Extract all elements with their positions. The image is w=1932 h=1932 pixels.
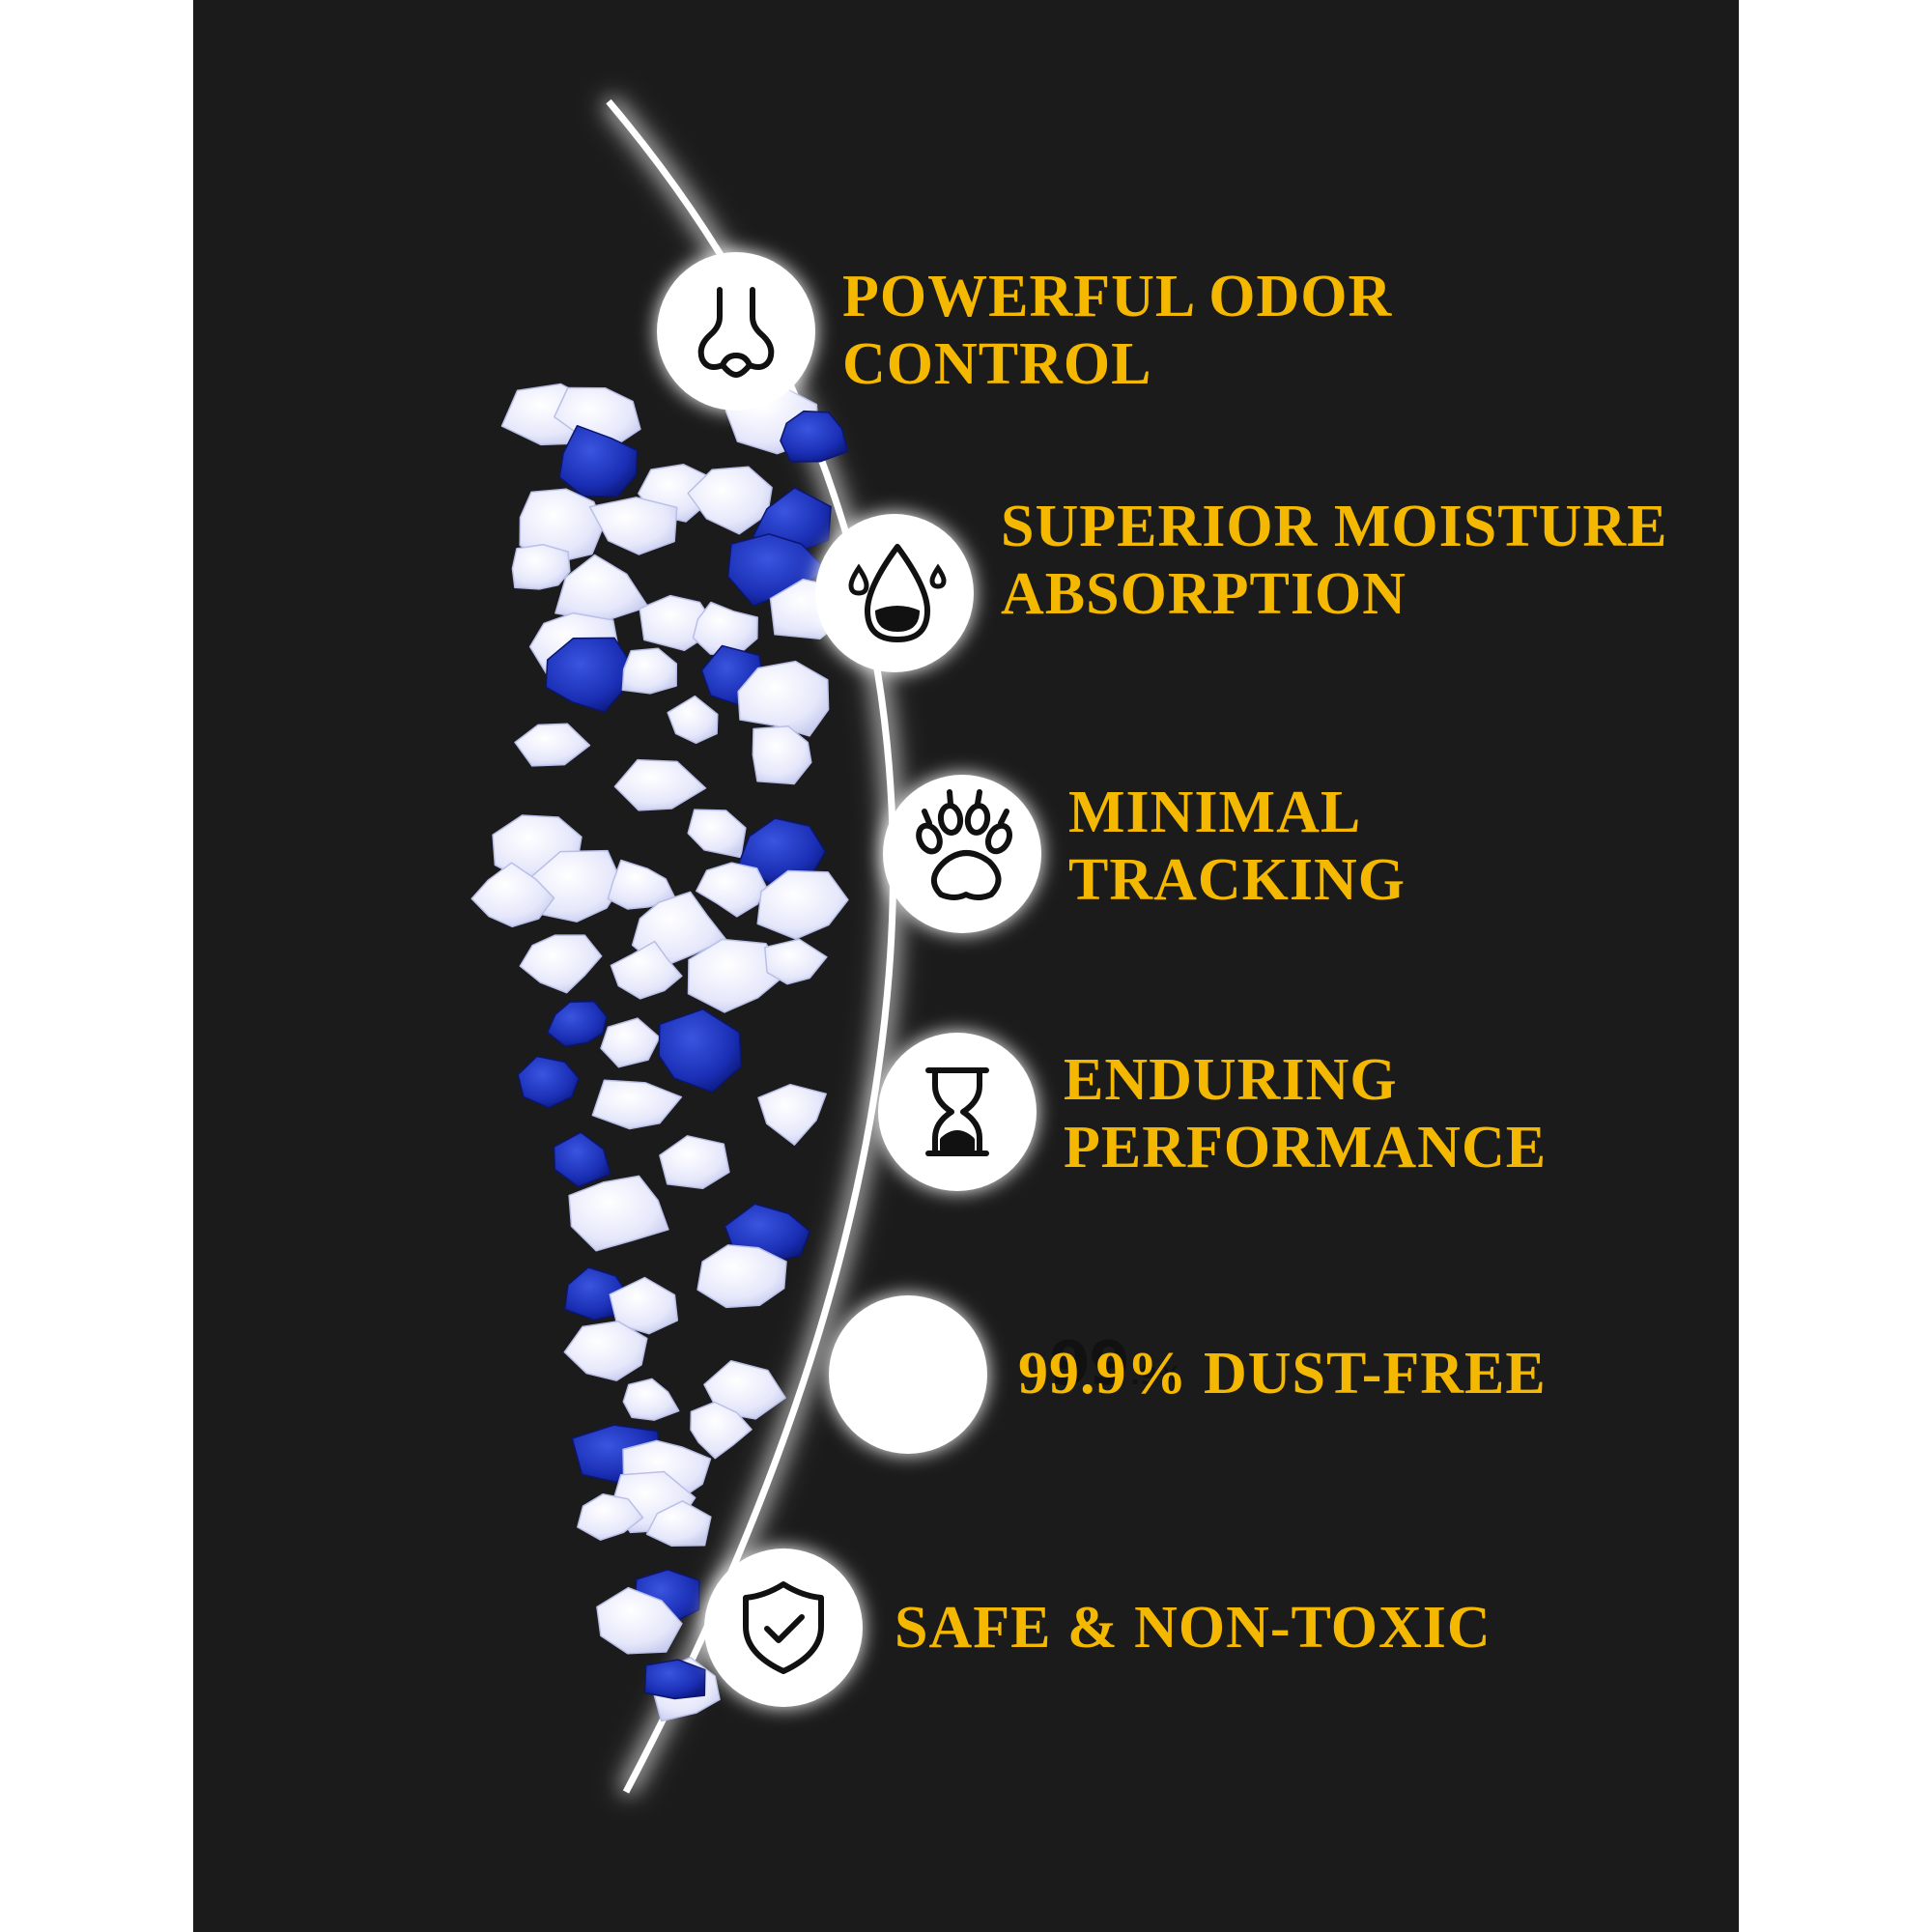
shield-check-icon [743,1581,824,1674]
white-granule [757,1083,827,1146]
white-granule [554,386,641,450]
dust-free-icon-circle [829,1295,987,1454]
blue-granule [658,1009,743,1094]
feature-dust-free: 99.9% DUST-FREE [1018,1341,1547,1406]
white-granule [687,809,747,859]
feature-minimal-tracking: MINIMAL TRACKING [1068,780,1406,913]
moisture-icon-circle [815,514,974,672]
droplet-icon [848,544,947,642]
blue-granule [517,1055,580,1109]
blue-granule [643,1659,706,1700]
blue-granule [780,410,849,463]
white-granule [610,940,683,1000]
white-granule [756,869,849,940]
white-granule [667,695,719,745]
paw-icon [916,789,1013,900]
product-infographic-panel: 99 .9% POWERFUL ODOR CONTROL SUPERIOR MO… [193,0,1739,1932]
feature-odor-control: POWERFUL ODOR CONTROL [842,264,1393,397]
white-granule [645,1500,712,1547]
white-granule [511,544,571,590]
white-granule [764,938,828,985]
white-granule [519,934,603,994]
feature-safe-non-toxic: SAFE & NON-TOXIC [895,1595,1492,1661]
blue-granule [546,1000,608,1048]
infographic-scene [470,94,1041,1798]
percent-icon: 99 .9% [1048,1328,1183,1399]
odor-icon-circle [657,252,815,411]
white-granule [659,1135,730,1190]
feature-moisture-absorption: SUPERIOR MOISTURE ABSORPTION [1001,494,1668,627]
white-granule [563,1321,648,1381]
white-granule [577,1492,644,1541]
white-granule [588,497,678,555]
feature-enduring-performance: ENDURING PERFORMANCE [1064,1047,1548,1180]
white-granule [568,1175,669,1252]
white-granule [737,660,830,737]
white-granule [690,1401,753,1460]
white-granule [613,758,707,811]
white-granule [591,1079,683,1130]
white-granule [752,724,812,785]
white-granule [696,1244,787,1309]
nose-icon [697,287,775,378]
blue-granule [558,424,639,497]
white-granule [622,1378,680,1421]
white-granule [514,723,591,767]
litter-granules-illustration [470,378,849,1722]
white-granule [470,862,555,928]
performance-icon-circle [878,1033,1037,1191]
white-granule [596,1586,683,1655]
blue-granule [563,1266,629,1321]
blue-granule [553,1131,611,1188]
hourglass-icon [925,1067,989,1156]
white-granule [607,859,677,910]
white-granule [600,1017,661,1068]
safety-icon-circle [704,1548,863,1707]
white-granule [696,862,767,918]
white-granule [621,647,678,695]
